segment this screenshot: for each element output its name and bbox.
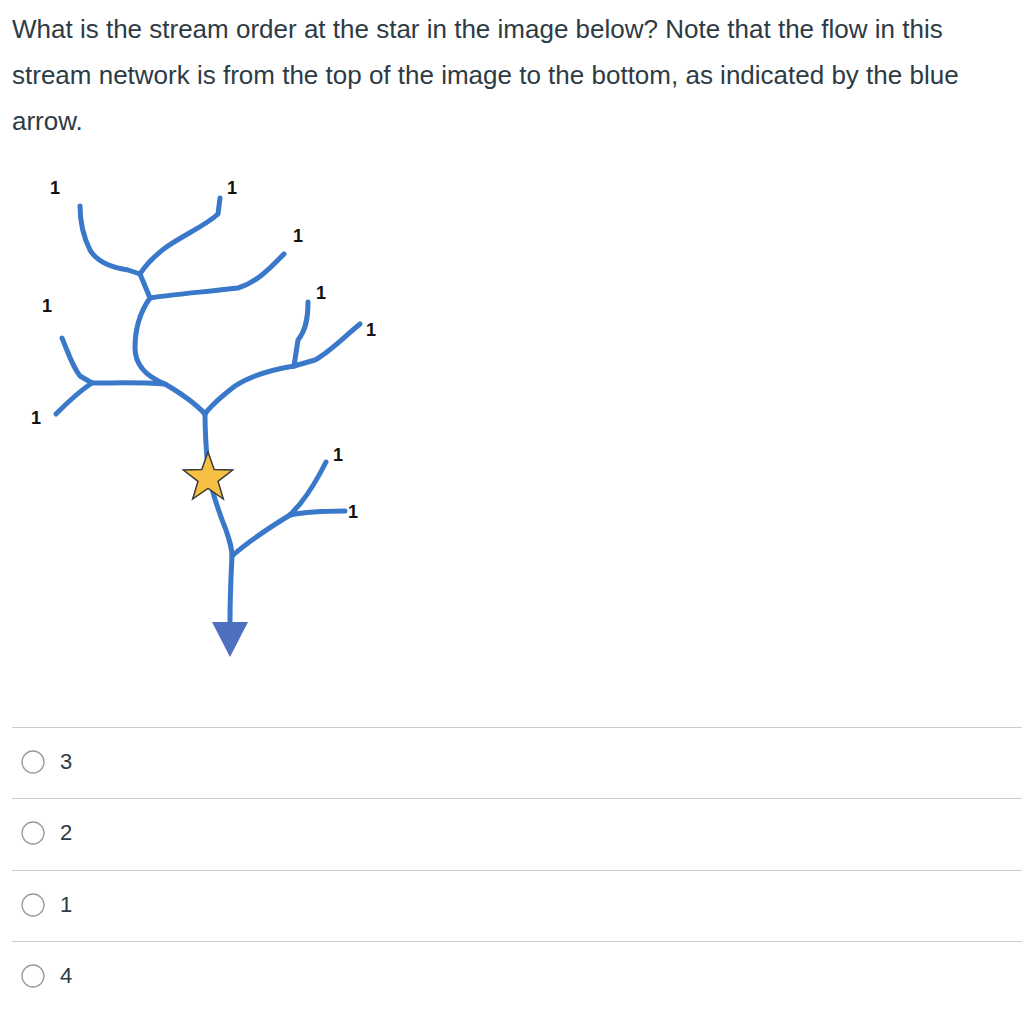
radio-button	[22, 751, 44, 773]
radio-buttons	[22, 751, 44, 987]
stream-segment	[140, 274, 150, 298]
stream-segment	[56, 383, 92, 414]
stream-order-label: 1	[227, 179, 237, 197]
star-marker	[183, 452, 232, 499]
stream-segment	[80, 206, 140, 274]
answer-option: 3	[60, 751, 72, 773]
question-text: What is the stream order at the star in …	[12, 6, 1017, 144]
radio-button	[22, 822, 44, 844]
answer-option: 1	[60, 894, 72, 916]
stream-segment	[294, 324, 360, 366]
stream-segment	[290, 462, 326, 515]
stream-segment	[62, 338, 92, 383]
option-separators	[12, 728, 1022, 942]
separator-line	[12, 941, 1022, 942]
stream-order-label: 1	[50, 179, 60, 197]
stream-order-label: 1	[31, 409, 41, 427]
flow-arrow	[212, 622, 248, 657]
stream-order-label: 1	[348, 503, 358, 521]
radio-button	[22, 965, 44, 987]
stream-segment	[135, 298, 205, 414]
separator-line	[12, 727, 1022, 728]
stream-segment	[294, 302, 308, 366]
stream-segment	[230, 556, 232, 622]
answer-option: 2	[60, 822, 72, 844]
separator-line	[12, 798, 1022, 799]
stream-segment	[205, 366, 294, 414]
stream-lines	[56, 198, 360, 622]
stream-order-label: 1	[293, 227, 303, 245]
separator-line	[12, 870, 1022, 871]
stream-order-label: 1	[333, 446, 343, 464]
stream-segment	[140, 198, 220, 274]
stream-order-label: 1	[316, 284, 326, 302]
stream-segment	[232, 515, 290, 556]
stream-segment	[150, 254, 284, 298]
answer-option: 4	[60, 965, 72, 987]
radio-button	[22, 894, 44, 916]
stream-segment	[92, 383, 165, 384]
stream-order-label: 1	[366, 321, 376, 339]
stream-order-label: 1	[42, 297, 52, 315]
stream-segment	[290, 511, 345, 515]
